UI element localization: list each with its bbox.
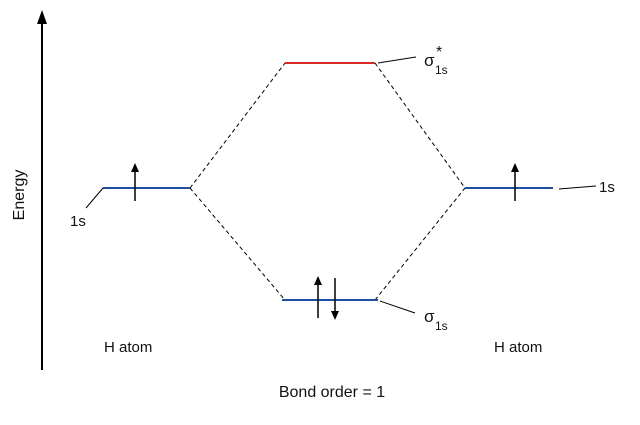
antibonding-leader	[377, 56, 417, 64]
left-electron-up-arrowhead	[131, 163, 139, 172]
energy-axis-label: Energy	[11, 170, 28, 221]
correlation-line-right-bonding	[374, 187, 466, 301]
correlation-line-left-bonding	[189, 187, 286, 301]
bond-order-caption: Bond order = 1	[279, 384, 385, 401]
bonding-label: σ	[424, 307, 435, 326]
bonding-subscript: 1s	[435, 319, 448, 333]
bonding-symbol: σ	[424, 307, 435, 326]
left-1s-leader	[85, 187, 104, 209]
bonding-leader	[379, 300, 416, 314]
bonding-electron-up-arrowhead	[314, 276, 322, 285]
left-1s-label: 1s	[70, 213, 86, 230]
antibonding-subscript: 1s	[435, 63, 448, 77]
right-1s-label: 1s	[599, 179, 615, 196]
right-1s-leader	[558, 185, 597, 190]
antibonding-label: σ	[424, 51, 435, 70]
right-atom-label: H atom	[494, 339, 542, 356]
energy-axis-arrowhead	[37, 10, 47, 24]
antibonding-star: *	[436, 44, 442, 61]
bonding-electron-down-arrowhead	[331, 311, 339, 320]
antibonding-symbol: σ	[424, 51, 435, 70]
right-electron-up-arrowhead	[511, 163, 519, 172]
left-atom-label: H atom	[104, 339, 152, 356]
correlation-line-left-antibonding	[189, 62, 286, 189]
correlation-line-right-antibonding	[374, 62, 466, 189]
